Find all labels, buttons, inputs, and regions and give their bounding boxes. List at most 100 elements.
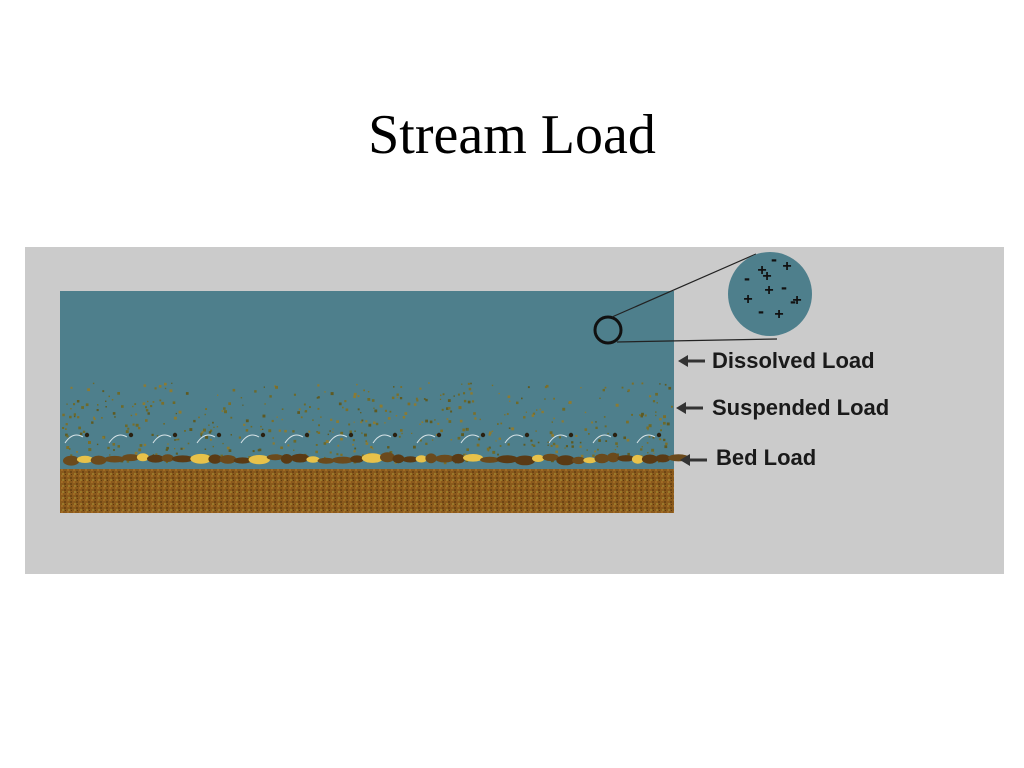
suspended-particle bbox=[152, 454, 155, 456]
suspended-particle bbox=[498, 392, 500, 395]
suspended-particle bbox=[87, 388, 90, 392]
suspended-particle bbox=[126, 460, 130, 463]
suspended-particle bbox=[442, 393, 445, 396]
suspended-particle bbox=[665, 442, 668, 445]
suspended-particle bbox=[391, 396, 395, 400]
suspended-particle bbox=[228, 449, 232, 452]
suspended-particle bbox=[107, 446, 110, 450]
saltating-grain bbox=[656, 432, 662, 438]
suspended-particle bbox=[655, 392, 658, 396]
suspended-particle bbox=[491, 430, 494, 432]
suspended-particle bbox=[580, 454, 584, 458]
suspended-particle bbox=[323, 442, 327, 445]
suspended-particle bbox=[152, 401, 155, 403]
cation-sign: + bbox=[782, 258, 791, 275]
suspended-particle bbox=[603, 416, 606, 418]
anion-sign: - bbox=[758, 301, 764, 321]
suspended-particle bbox=[400, 386, 403, 388]
suspended-particle bbox=[423, 398, 426, 400]
suspended-particle bbox=[488, 433, 491, 436]
suspended-particle bbox=[425, 442, 428, 445]
suspended-particle bbox=[287, 444, 290, 447]
suspended-particle bbox=[375, 422, 379, 426]
suspended-particle bbox=[384, 422, 386, 424]
suspended-particle bbox=[97, 404, 99, 406]
suspended-particle bbox=[400, 429, 403, 432]
suspended-particle bbox=[93, 418, 96, 420]
suspended-particle bbox=[549, 431, 553, 435]
suspended-particle bbox=[316, 431, 318, 433]
suspended-particle bbox=[507, 443, 510, 446]
pebble bbox=[425, 453, 437, 464]
suspended-particle bbox=[463, 453, 465, 456]
suspended-particle bbox=[172, 401, 176, 404]
suspended-particle bbox=[591, 421, 593, 424]
pebble bbox=[556, 455, 575, 466]
suspended-particle bbox=[329, 451, 332, 454]
pebble bbox=[147, 454, 165, 463]
pebble bbox=[655, 454, 671, 463]
suspended-particle bbox=[357, 395, 360, 398]
suspended-particle bbox=[232, 388, 236, 392]
suspended-particle bbox=[627, 452, 630, 456]
saltation-paths bbox=[64, 432, 662, 444]
suspended-particle bbox=[330, 392, 334, 396]
suspended-particle bbox=[440, 394, 442, 396]
suspended-particle bbox=[76, 451, 78, 453]
saltation-arc bbox=[592, 434, 612, 444]
suspended-particle bbox=[113, 449, 115, 451]
suspended-particle bbox=[117, 445, 120, 448]
sample-circle bbox=[593, 315, 623, 345]
suspended-particle bbox=[398, 435, 401, 438]
suspended-particle bbox=[164, 387, 167, 390]
suspended-particle bbox=[183, 447, 185, 450]
suspended-particle bbox=[145, 409, 149, 412]
suspended-particle bbox=[506, 413, 509, 415]
anion-sign: - bbox=[771, 249, 777, 269]
pebble bbox=[306, 456, 320, 463]
suspended-particle bbox=[399, 397, 403, 400]
suspended-particle bbox=[509, 400, 511, 402]
pebble bbox=[317, 457, 335, 464]
pebble bbox=[380, 452, 395, 463]
suspended-particle bbox=[474, 417, 477, 420]
suspended-particle bbox=[649, 395, 652, 398]
suspended-particle bbox=[479, 418, 481, 421]
suspended-particle bbox=[486, 447, 490, 451]
suspended-particle bbox=[525, 411, 527, 413]
suspended-particle bbox=[342, 406, 344, 409]
suspended-particle bbox=[293, 439, 297, 443]
suspended-particle bbox=[466, 448, 469, 451]
suspended-particle bbox=[387, 417, 391, 420]
suspended-particle bbox=[353, 395, 356, 398]
pebble bbox=[171, 455, 194, 463]
suspended-particle bbox=[159, 399, 162, 402]
dissolved-load-label: Dissolved Load bbox=[712, 348, 875, 373]
suspended-particle bbox=[537, 441, 540, 444]
suspended-particle bbox=[139, 444, 143, 447]
suspended-particle bbox=[561, 420, 564, 423]
suspended-particle bbox=[180, 447, 183, 450]
suspended-particle bbox=[70, 408, 72, 410]
pebble bbox=[332, 456, 354, 464]
suspended-particle bbox=[317, 407, 320, 410]
saltation-arc bbox=[284, 434, 304, 444]
pebble bbox=[641, 454, 658, 464]
suspended-particle bbox=[240, 397, 243, 399]
pebble bbox=[90, 455, 107, 465]
suspended-particle bbox=[135, 413, 138, 416]
suspended-particle bbox=[81, 406, 84, 409]
suspended-particle bbox=[73, 415, 76, 418]
suspended-particle bbox=[531, 444, 534, 446]
cation-sign: + bbox=[762, 268, 771, 285]
suspended-particle bbox=[65, 428, 67, 430]
suspended-particle bbox=[204, 448, 207, 450]
suspended-particle bbox=[108, 395, 110, 398]
suspended-particle bbox=[336, 453, 339, 456]
suspended-particle bbox=[551, 434, 554, 437]
suspended-particle bbox=[419, 439, 422, 442]
suspended-particle bbox=[360, 412, 362, 414]
suspended-particle bbox=[248, 456, 251, 459]
suspended-particle bbox=[169, 389, 173, 393]
saltating-grain bbox=[392, 432, 398, 438]
